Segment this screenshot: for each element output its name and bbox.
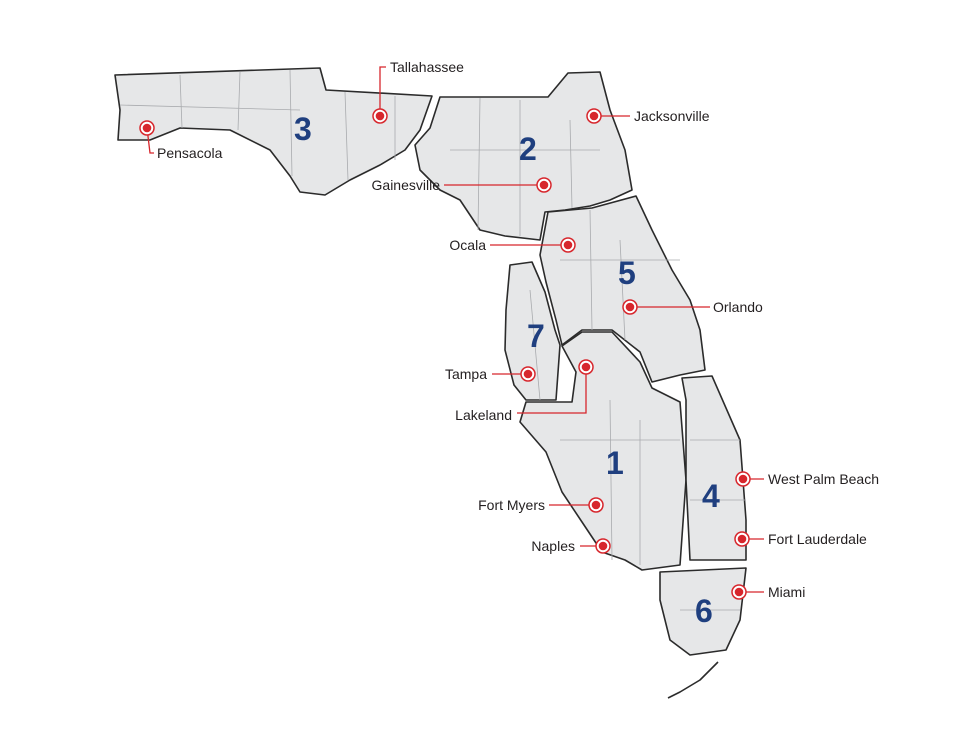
- city-tampa[interactable]: Tampa: [445, 366, 536, 382]
- city-label: Gainesville: [372, 177, 441, 193]
- city-marker-dot: [539, 180, 549, 190]
- district-number-6: 6: [695, 593, 713, 629]
- city-miami[interactable]: Miami: [731, 584, 805, 600]
- district-number-3: 3: [294, 111, 312, 147]
- city-label: Ocala: [449, 237, 486, 253]
- city-marker-dot: [625, 302, 635, 312]
- city-marker-dot: [142, 123, 152, 133]
- city-label: Tampa: [445, 366, 487, 382]
- city-label: Tallahassee: [390, 59, 464, 75]
- city-west-palm-beach[interactable]: West Palm Beach: [735, 471, 879, 487]
- district-regions: [114, 67, 747, 699]
- city-orlando[interactable]: Orlando: [622, 299, 763, 315]
- leader-line: [517, 367, 587, 414]
- city-marker-dot: [737, 534, 747, 544]
- city-pensacola[interactable]: Pensacola: [139, 120, 223, 161]
- district-number-2: 2: [519, 131, 537, 167]
- city-marker-dot: [581, 362, 591, 372]
- county-lines: [119, 69, 746, 611]
- city-label: Fort Lauderdale: [768, 531, 867, 547]
- city-lakeland[interactable]: Lakeland: [455, 359, 594, 423]
- city-ocala[interactable]: Ocala: [449, 237, 576, 253]
- district-number-5: 5: [618, 255, 636, 291]
- florida-keys: [667, 661, 719, 699]
- city-fort-myers[interactable]: Fort Myers: [478, 497, 604, 513]
- district-6-region[interactable]: [659, 567, 747, 656]
- city-marker-dot: [563, 240, 573, 250]
- district-number-4: 4: [702, 478, 720, 514]
- district-1-region[interactable]: [519, 331, 687, 571]
- city-marker-dot: [734, 587, 744, 597]
- city-jacksonville[interactable]: Jacksonville: [586, 108, 710, 124]
- city-label: Orlando: [713, 299, 763, 315]
- city-marker-dot: [589, 111, 599, 121]
- city-label: Pensacola: [157, 145, 223, 161]
- city-gainesville[interactable]: Gainesville: [372, 177, 552, 193]
- city-naples[interactable]: Naples: [531, 538, 611, 554]
- city-fort-lauderdale[interactable]: Fort Lauderdale: [734, 531, 867, 547]
- district-3-region[interactable]: [114, 67, 433, 196]
- city-marker-dot: [738, 474, 748, 484]
- leader-line: [379, 66, 386, 116]
- city-tallahassee[interactable]: Tallahassee: [372, 59, 464, 124]
- district-numbers: 3 2 5 7 1 4 6: [294, 111, 720, 629]
- city-marker-dot: [591, 500, 601, 510]
- city-label: West Palm Beach: [768, 471, 879, 487]
- city-label: Miami: [768, 584, 805, 600]
- city-marker-dot: [598, 541, 608, 551]
- district-7-region[interactable]: [504, 261, 561, 401]
- city-marker-dot: [375, 111, 385, 121]
- city-label: Lakeland: [455, 407, 512, 423]
- district-number-7: 7: [527, 318, 545, 354]
- city-label: Naples: [531, 538, 575, 554]
- city-label: Jacksonville: [634, 108, 710, 124]
- leader-line: [146, 127, 154, 154]
- district-number-1: 1: [606, 445, 624, 481]
- city-marker-dot: [523, 369, 533, 379]
- district-4-region[interactable]: [681, 375, 747, 561]
- city-label: Fort Myers: [478, 497, 545, 513]
